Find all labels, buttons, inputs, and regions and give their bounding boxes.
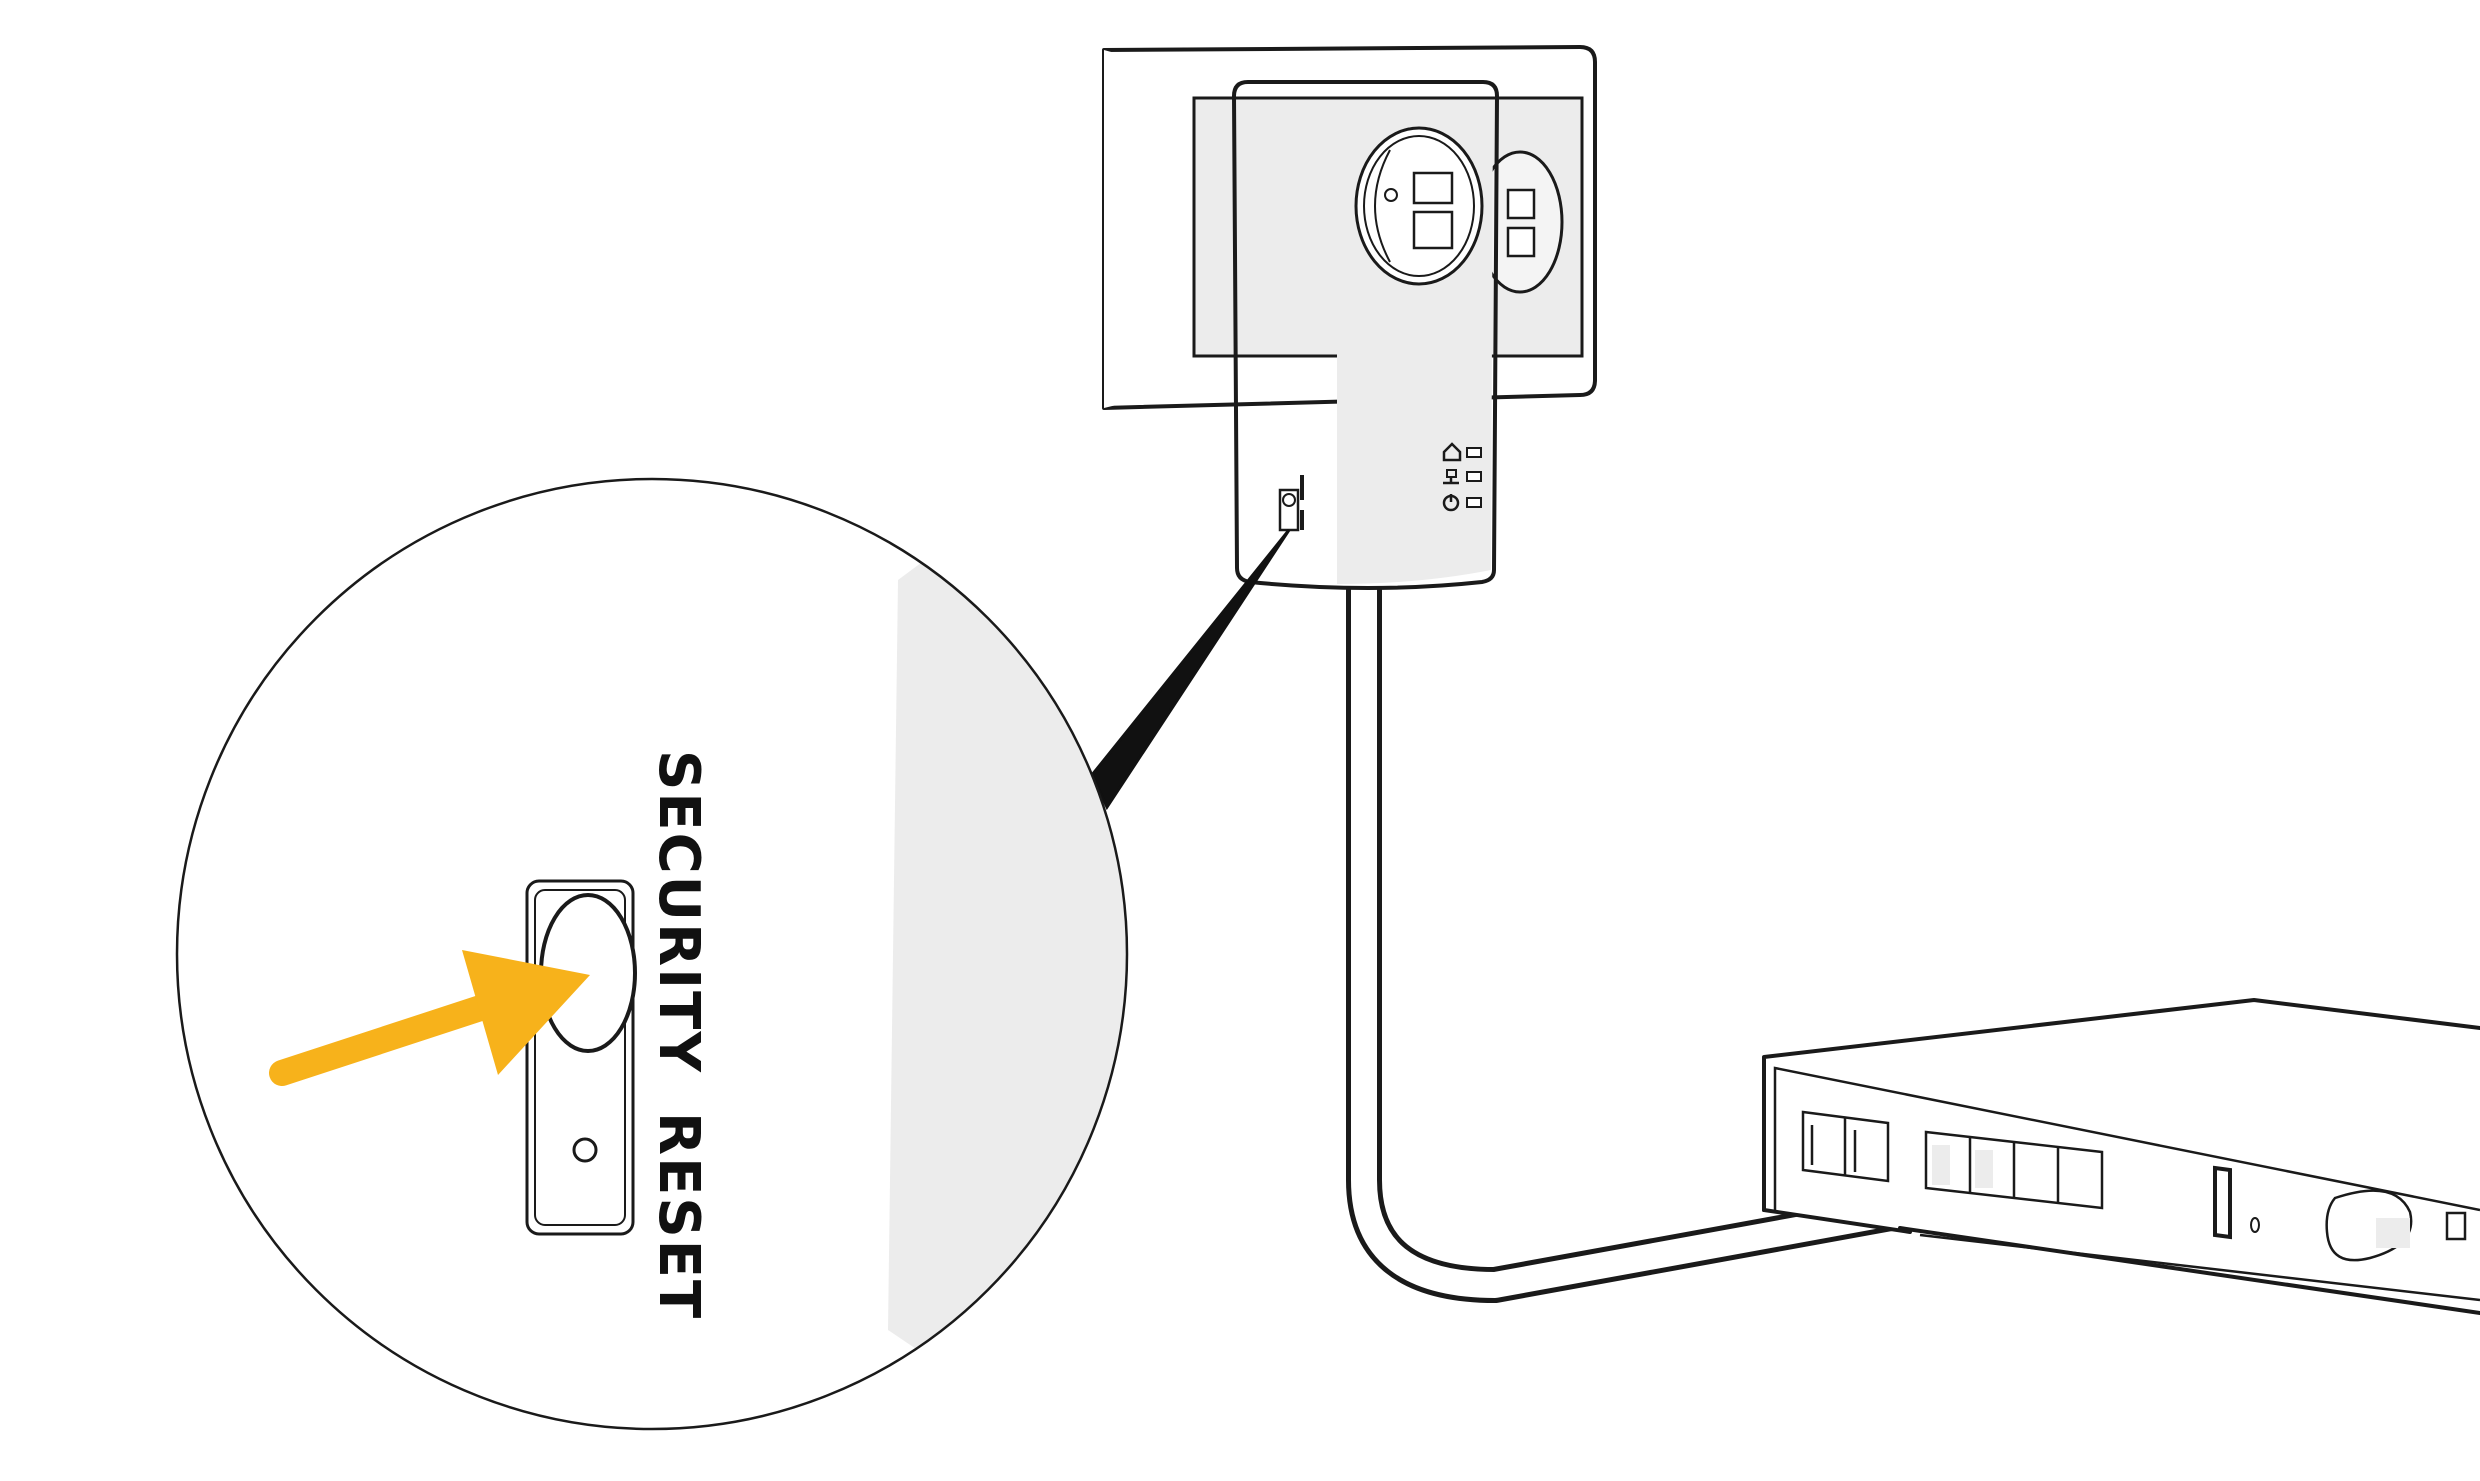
router-button — [2325, 1189, 2413, 1262]
powerline-adapter — [1232, 80, 1499, 590]
reset-label: RESET — [646, 1112, 711, 1320]
ethernet-cable — [1346, 588, 2076, 1303]
home-led-icon — [1442, 442, 1482, 462]
zoom-callout: SECURITY RESET — [175, 477, 1129, 1431]
power-led-icon — [1442, 494, 1482, 512]
ethernet-led-icon — [1443, 469, 1482, 485]
usb-port — [2213, 1165, 2260, 1240]
router — [1762, 998, 2480, 1315]
security-reset-button-small — [1278, 475, 1304, 532]
arrow-icon — [269, 950, 590, 1086]
callout-connector — [1090, 529, 1291, 811]
power-jack — [2445, 1211, 2467, 1241]
phone-ports — [1801, 1110, 1890, 1183]
lan-ports — [1924, 1130, 2104, 1210]
security-label: SECURITY — [646, 750, 711, 1074]
